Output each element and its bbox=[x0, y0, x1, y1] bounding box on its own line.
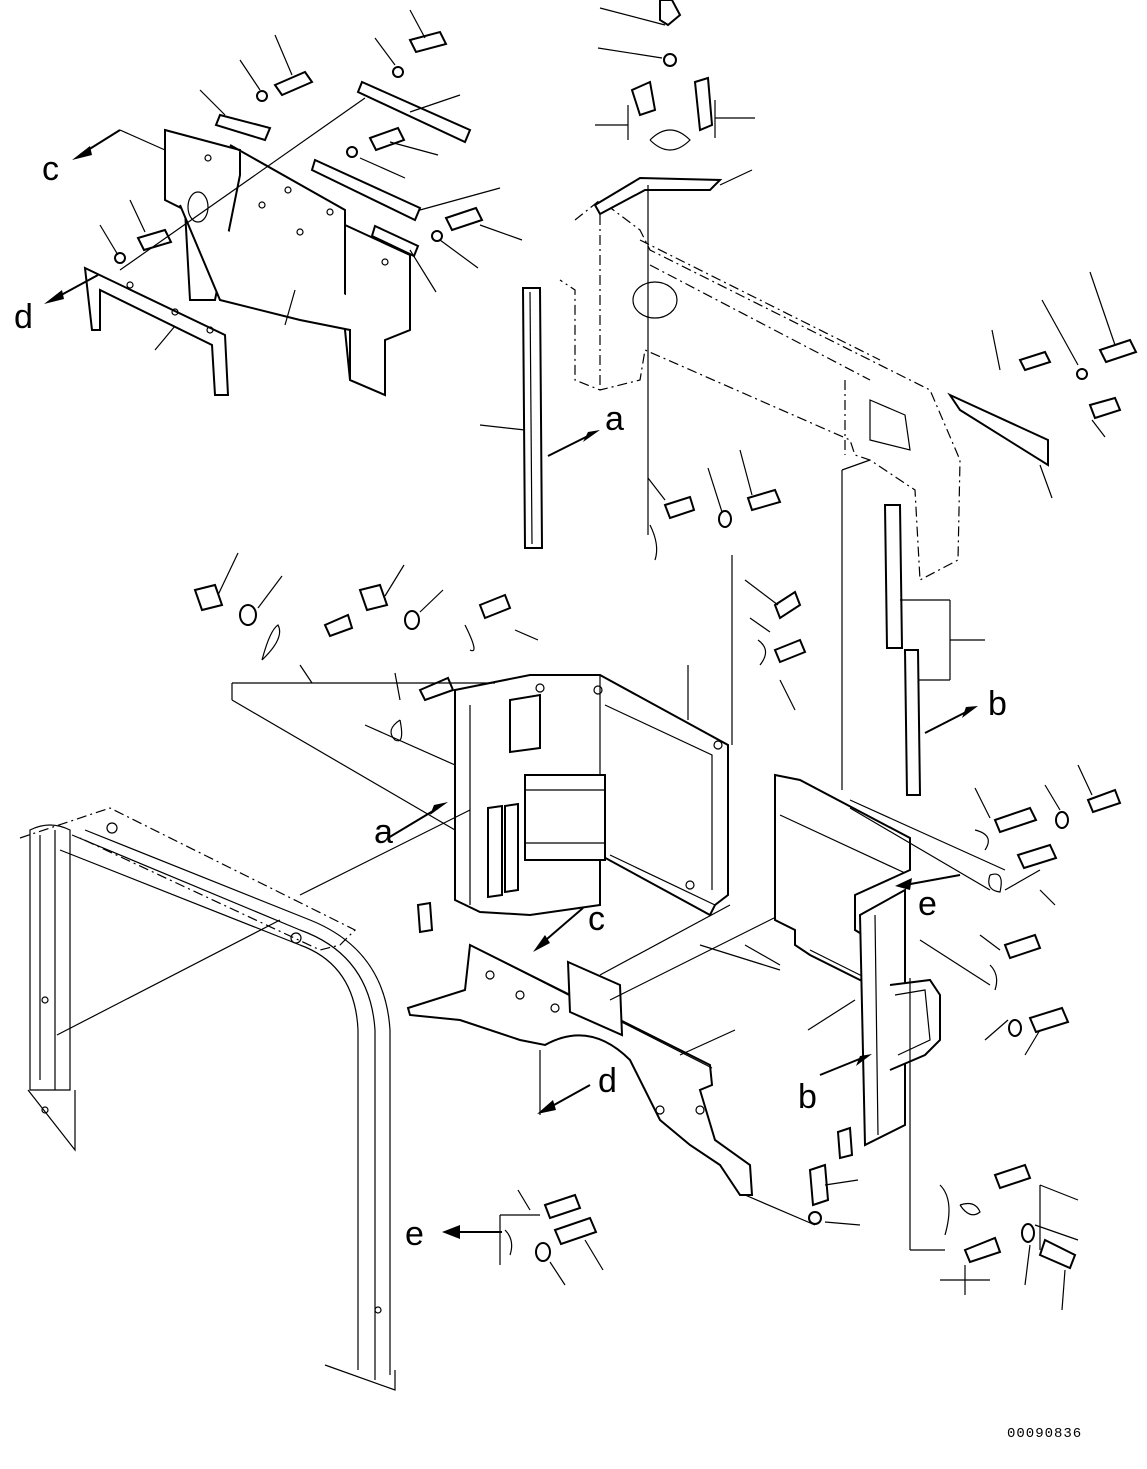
drawing-code: 00090836 bbox=[1007, 1426, 1082, 1442]
callout-e-right: e bbox=[918, 885, 937, 923]
callout-c-lower: c bbox=[588, 900, 605, 938]
callout-labels: a a b b c c d d e e bbox=[14, 150, 1007, 1253]
right-fasteners bbox=[919, 764, 1122, 1311]
seal-strips bbox=[479, 287, 985, 796]
center-panel bbox=[193, 449, 807, 934]
callout-a-lower: a bbox=[374, 813, 393, 851]
top-left-cover-assembly bbox=[44, 9, 523, 397]
callout-d-lower: d bbox=[598, 1062, 617, 1100]
callout-d-upper: d bbox=[14, 298, 33, 336]
callout-a-upper: a bbox=[605, 400, 624, 438]
bottom-center-fasteners bbox=[442, 1189, 604, 1286]
callout-e-bottom: e bbox=[405, 1215, 424, 1253]
callout-b-upper: b bbox=[988, 685, 1007, 723]
upper-frame-assembly bbox=[559, 0, 1138, 581]
right-panel bbox=[699, 459, 1006, 1251]
callout-b-lower: b bbox=[798, 1078, 817, 1116]
lower-bracket bbox=[406, 899, 816, 1226]
callout-c-upper: c bbox=[42, 150, 59, 188]
left-frame bbox=[19, 807, 471, 1391]
